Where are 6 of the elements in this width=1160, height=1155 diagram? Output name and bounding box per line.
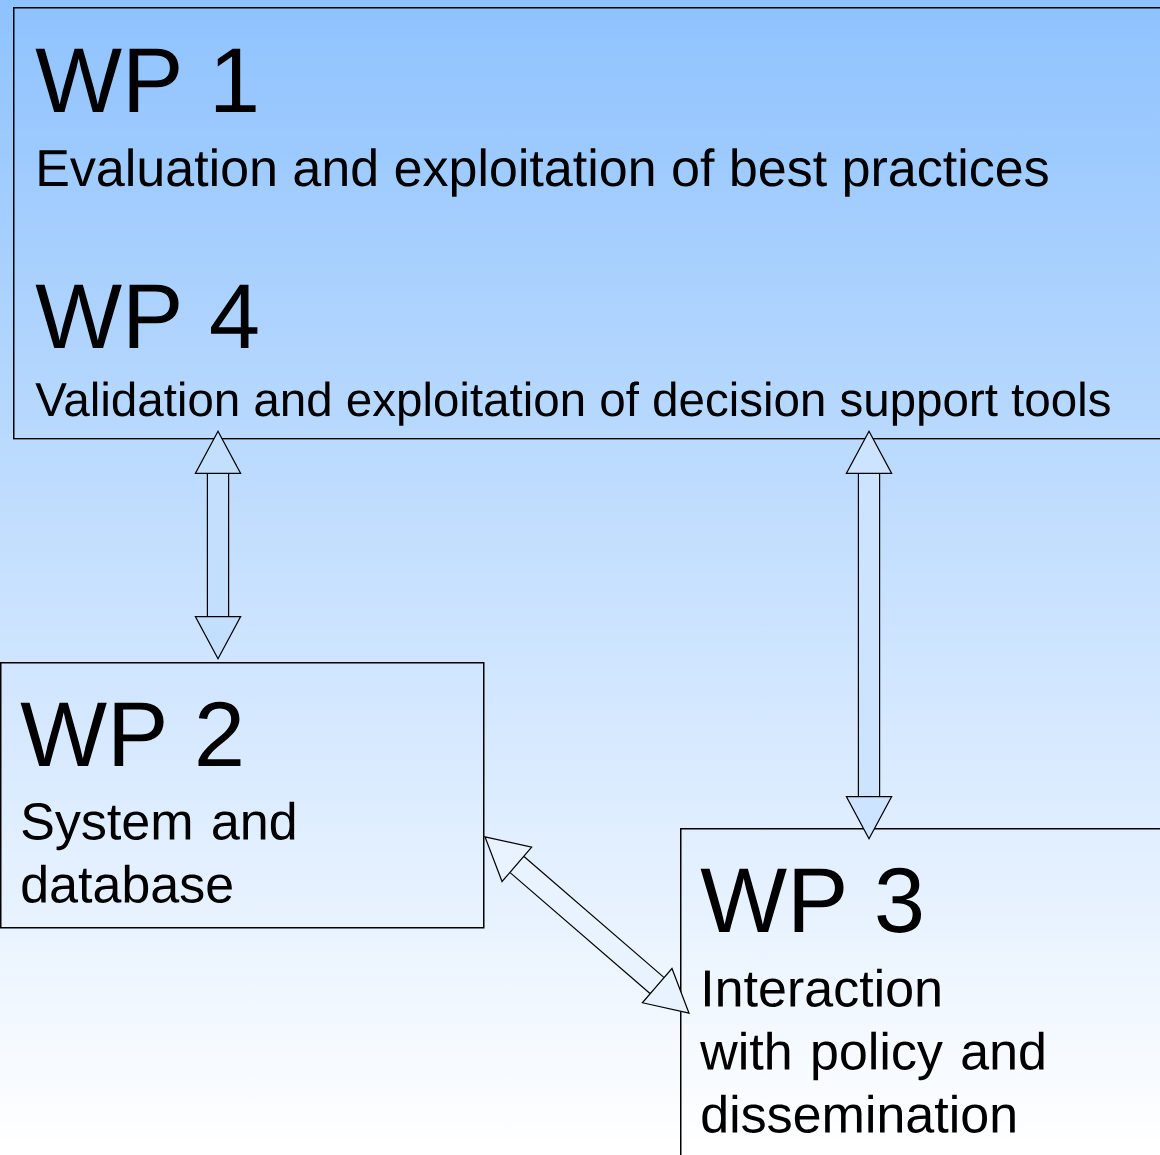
box: WP 2 System and database xyxy=(0,662,485,929)
double-arrow xyxy=(194,430,242,660)
box: WP 1 Evaluation and exploitation of best practices WP 4 Validation and exploitation of decision support tools xyxy=(13,7,1160,440)
double-arrow xyxy=(845,430,893,840)
box: WP 3 Interaction with policy and dissemination xyxy=(680,828,1160,1155)
double-arrow xyxy=(484,836,690,1014)
